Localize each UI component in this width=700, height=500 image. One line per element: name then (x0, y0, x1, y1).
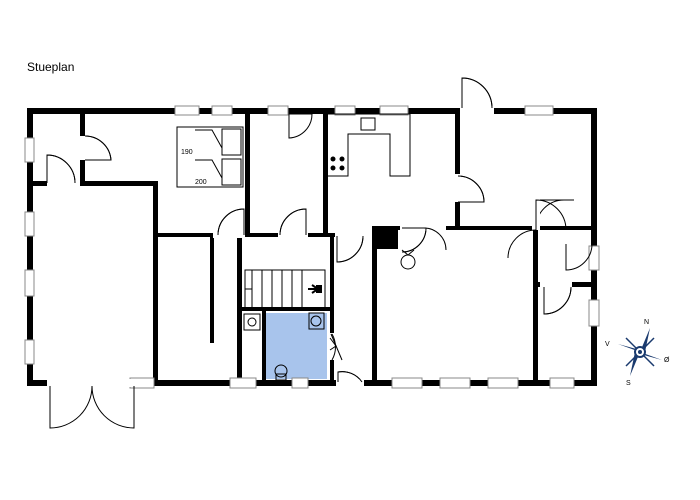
plan-title: Stueplan (27, 60, 75, 74)
stove (400, 249, 416, 270)
windows (24, 105, 600, 389)
kitchen-counter (328, 113, 411, 177)
bed: 190 200 (176, 126, 244, 188)
bed-length-label: 190 (181, 149, 193, 156)
interior-walls (33, 114, 591, 386)
bathroom-fixtures (243, 312, 337, 381)
compass-north-label: N (644, 319, 649, 326)
doors (46, 77, 593, 429)
compass-west-label: V (605, 341, 610, 348)
compass-east-label: Ø (664, 357, 670, 364)
stairs (244, 269, 326, 309)
bed-width-label: 200 (195, 179, 207, 186)
bathroom-area (265, 313, 327, 379)
compass: N S V Ø (605, 319, 670, 387)
compass-south-label: S (626, 380, 631, 387)
